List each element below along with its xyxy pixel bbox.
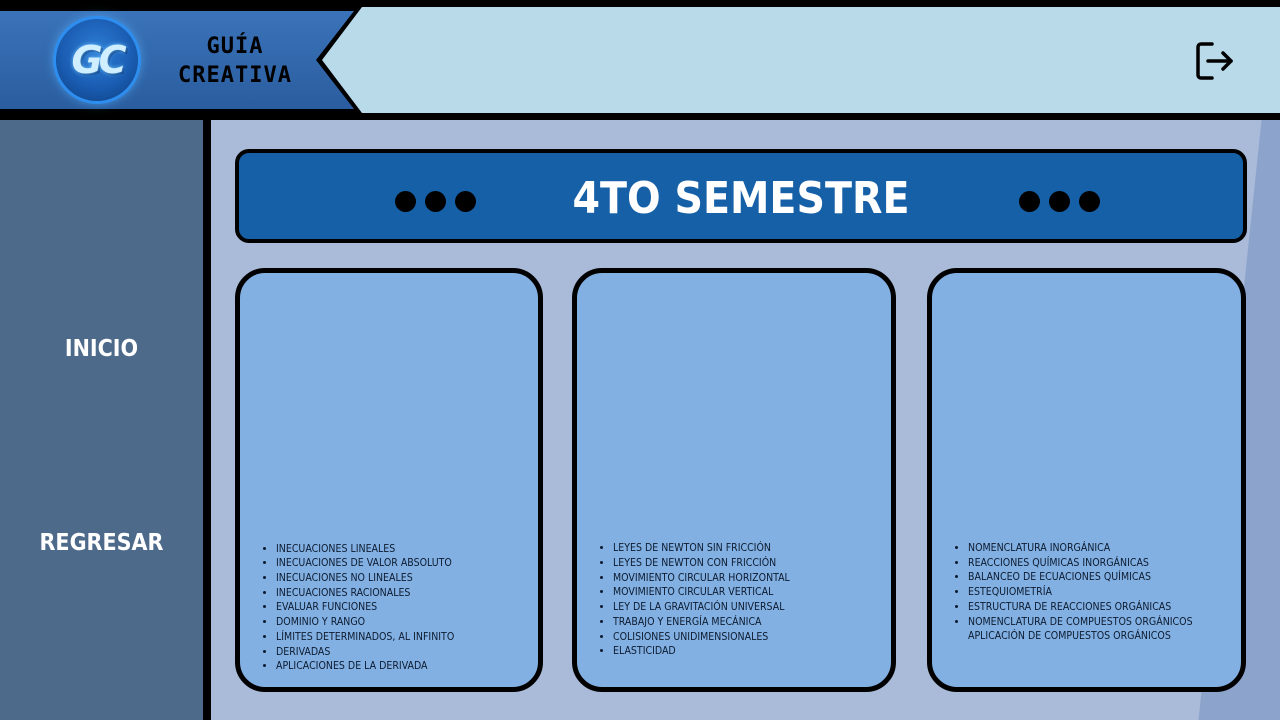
- list-item: Estequiometría: [968, 585, 1193, 600]
- left-dots-icon: [395, 191, 476, 212]
- list-item: Ley de la gravitación universal: [613, 600, 790, 615]
- logout-button[interactable]: [1195, 41, 1235, 81]
- list-item: Límites determinados, al infinito: [276, 630, 454, 645]
- list-item: Aplicación de compuestos orgánicos: [968, 630, 1171, 643]
- topic-list: Inecuaciones lineales Inecuaciones de va…: [258, 542, 454, 674]
- right-dots-icon: [1019, 191, 1100, 212]
- list-item: Balanceo de ecuaciones químicas: [968, 570, 1193, 585]
- list-item: Inecuaciones lineales: [276, 542, 454, 557]
- sidebar-item-inicio[interactable]: INICIO: [64, 336, 139, 362]
- list-item: Colisiones unidimensionales: [613, 630, 790, 645]
- list-item: Movimiento circular vertical: [613, 585, 790, 600]
- sidebar: [0, 120, 203, 720]
- list-item: Aplicaciones de la derivada: [276, 659, 454, 674]
- list-item: Elasticidad: [613, 644, 790, 659]
- semester-title-bar: 4TO SEMESTRE: [235, 149, 1247, 243]
- logo-text: GC: [71, 38, 126, 82]
- brand-name: GUÍA CREATIVA: [160, 32, 310, 90]
- list-item: Nomenclatura inorgánica: [968, 541, 1193, 556]
- logout-icon: [1196, 42, 1233, 80]
- brand-line-2: CREATIVA: [178, 63, 292, 88]
- sidebar-item-regresar[interactable]: REGRESAR: [39, 530, 164, 556]
- page-title: 4TO SEMESTRE: [572, 173, 910, 224]
- topic-list: Leyes de Newton sin fricción Leyes de Ne…: [595, 541, 790, 659]
- topic-card-3[interactable]: Nomenclatura inorgánica Reacciones quími…: [927, 268, 1246, 692]
- list-item: Derivadas: [276, 645, 454, 660]
- topic-card-2[interactable]: Leyes de Newton sin fricción Leyes de Ne…: [572, 268, 896, 692]
- list-item: Evaluar funciones: [276, 600, 454, 615]
- logo[interactable]: GC: [56, 19, 138, 101]
- list-item: Leyes de Newton con fricción: [613, 556, 790, 571]
- list-item: Nomenclatura de compuestos orgánicos: [968, 615, 1193, 630]
- list-item: Inecuaciones de valor absoluto: [276, 556, 454, 571]
- topic-list: Nomenclatura inorgánica Reacciones quími…: [950, 541, 1193, 644]
- list-item: Estructura de reacciones orgánicas: [968, 600, 1193, 615]
- list-item: Leyes de Newton sin fricción: [613, 541, 790, 556]
- sidebar-divider: [203, 120, 211, 720]
- list-item: Dominio y rango: [276, 615, 454, 630]
- list-item: Trabajo y energía mecánica: [613, 615, 790, 630]
- brand-line-1: GUÍA: [206, 34, 264, 59]
- list-item: Movimiento circular horizontal: [613, 571, 790, 586]
- list-item: Reacciones químicas inorgánicas: [968, 556, 1193, 571]
- list-item: Inecuaciones racionales: [276, 586, 454, 601]
- topic-card-1[interactable]: Inecuaciones lineales Inecuaciones de va…: [235, 268, 543, 692]
- list-item: Inecuaciones no lineales: [276, 571, 454, 586]
